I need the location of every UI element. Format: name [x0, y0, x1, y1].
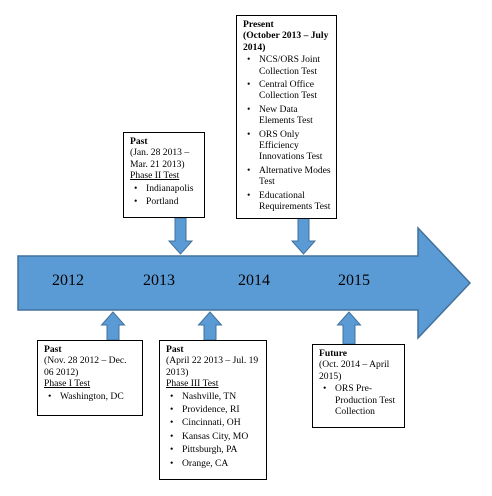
list-item: Washington, DC — [48, 391, 138, 403]
list-item: Educational Requirements Test — [247, 190, 332, 213]
connector-arrow-phase-1 — [100, 311, 126, 341]
list-item: Orange, CA — [170, 458, 262, 470]
box-item-list: ORS Pre-Production Test Collection — [319, 383, 400, 417]
list-item: Cincinnati, OH — [170, 417, 262, 429]
box-dates: (Jan. 28 2013 – Mar. 21 2013) — [130, 147, 190, 170]
connector-arrow-present — [290, 217, 317, 255]
box-status: Future — [319, 348, 348, 359]
box-item-list: NCS/ORS Joint Collection Test Central Of… — [243, 54, 332, 212]
box-status: Past — [130, 136, 148, 147]
box-present: Present (October 2013 – July 2014) NCS/O… — [236, 15, 337, 219]
list-item: New Data Elements Test — [247, 104, 332, 127]
connector-arrow-phase-2 — [167, 217, 194, 255]
box-phase: Phase II Test — [130, 170, 180, 182]
box-future: Future (Oct. 2014 – April 2015) ORS Pre-… — [312, 344, 405, 428]
list-item: Indianapolis — [134, 183, 200, 195]
year-label-2012: 2012 — [52, 272, 84, 289]
box-item-list: Nashville, TN Providence, RI Cincinnati,… — [166, 391, 262, 470]
list-item: ORS Only Efficiency Innovations Test — [247, 129, 332, 163]
connector-arrow-phase-3 — [197, 311, 223, 341]
list-item: NCS/ORS Joint Collection Test — [247, 54, 332, 77]
box-phase: Phase III Test — [166, 378, 219, 390]
list-item: Nashville, TN — [170, 391, 262, 403]
list-item: Kansas City, MO — [170, 431, 262, 443]
list-item: Portland — [134, 196, 200, 208]
timeline-arrow — [17, 226, 472, 340]
list-item: ORS Pre-Production Test Collection — [323, 383, 400, 417]
list-item: Pittsburgh, PA — [170, 444, 262, 456]
box-dates: (Oct. 2014 – April 2015) — [319, 359, 390, 382]
box-dates: (Nov. 28 2012 – Dec. 06 2012) — [44, 355, 127, 378]
box-status: Past — [166, 344, 184, 355]
connector-arrow-future — [336, 311, 362, 345]
box-past-phase-2: Past (Jan. 28 2013 – Mar. 21 2013) Phase… — [123, 132, 205, 218]
list-item: Alternative Modes Test — [247, 165, 332, 188]
list-item: Providence, RI — [170, 404, 262, 416]
list-item: Central Office Collection Test — [247, 79, 332, 102]
box-phase: Phase I Test — [44, 378, 91, 390]
box-past-phase-1: Past (Nov. 28 2012 – Dec. 06 2012) Phase… — [37, 340, 143, 416]
box-item-list: Washington, DC — [44, 391, 138, 403]
box-past-phase-3: Past (April 22 2013 – Jul. 19 2013) Phas… — [159, 340, 267, 480]
box-status: Present — [243, 19, 274, 30]
box-item-list: Indianapolis Portland — [130, 183, 200, 208]
box-dates: (April 22 2013 – Jul. 19 2013) — [166, 355, 259, 378]
year-label-2015: 2015 — [338, 272, 370, 289]
box-status: Past — [44, 344, 62, 355]
box-dates: (October 2013 – July 2014) — [243, 30, 329, 53]
year-label-2014: 2014 — [238, 272, 270, 289]
year-label-2013: 2013 — [143, 272, 175, 289]
